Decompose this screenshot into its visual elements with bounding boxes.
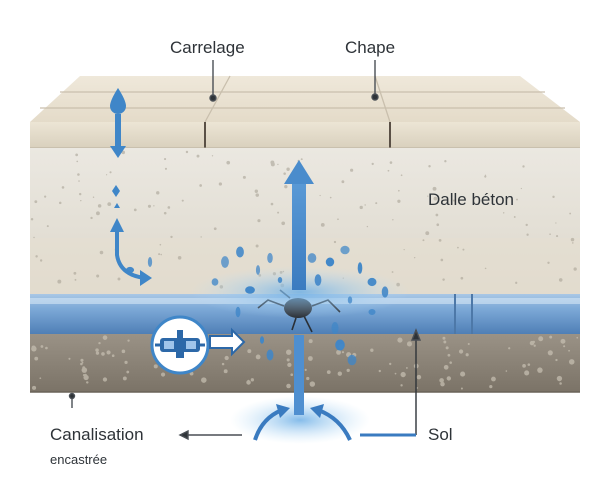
valve-meter-icon — [150, 315, 246, 375]
water-drop-icon — [110, 88, 126, 158]
up-arrow-icon — [284, 160, 314, 415]
leak-splash — [190, 266, 410, 318]
label-chape: Chape — [345, 38, 396, 57]
drip-trail — [112, 185, 120, 208]
soil-gravel — [31, 335, 579, 390]
label-canalisation: Canalisation — [50, 425, 144, 444]
tile-surface — [30, 76, 580, 122]
label-encastree: encastrée — [50, 452, 108, 467]
water-droplets — [125, 245, 389, 366]
tile-joints — [40, 75, 565, 123]
tile-edge — [30, 122, 580, 148]
water-pool — [230, 396, 370, 444]
label-dalle-beton: Dalle béton — [428, 190, 515, 209]
tile-front-joints — [204, 122, 391, 148]
label-carrelage: Carrelage — [170, 38, 245, 57]
leader-lines — [68, 60, 422, 441]
label-sol: Sol — [428, 425, 453, 444]
soil-layer — [30, 334, 580, 392]
